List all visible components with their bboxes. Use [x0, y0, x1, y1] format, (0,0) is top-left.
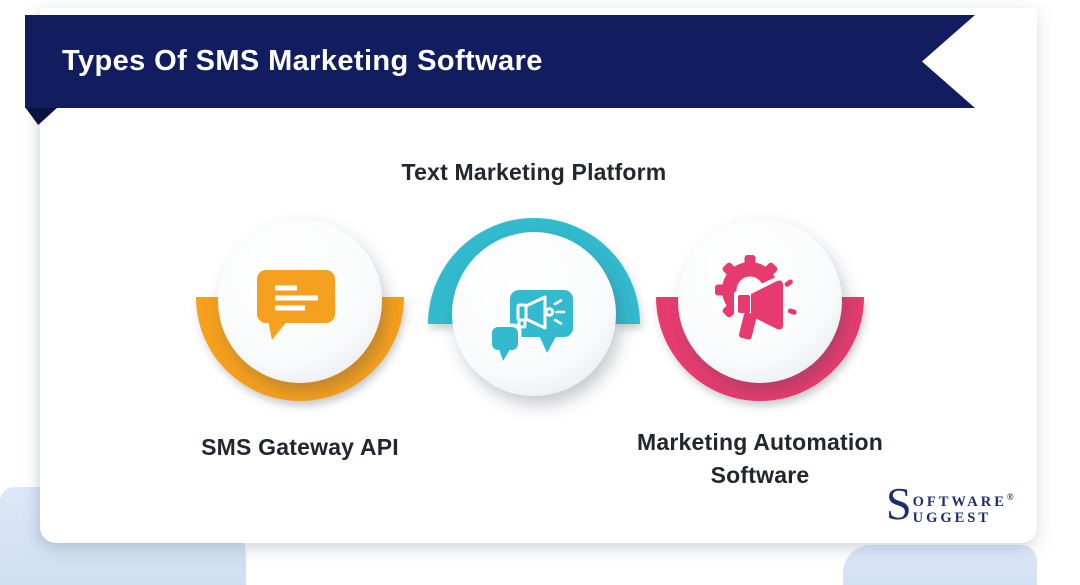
logo-line2: UGGEST — [912, 509, 992, 526]
decorative-corner-shape-right — [843, 545, 1037, 585]
text-marketing-medallion — [428, 218, 640, 396]
marketing-automation-medallion — [656, 219, 864, 401]
small-chat-bubble — [488, 323, 522, 366]
page-title: Types Of SMS Marketing Software — [62, 45, 543, 77]
title-ribbon: Types Of SMS Marketing Software — [25, 15, 975, 108]
label-marketing-automation-software: Marketing Automation Software — [637, 429, 883, 488]
label-text-marketing-platform: Text Marketing Platform — [401, 159, 667, 185]
chat-bubble-icon — [257, 270, 335, 340]
gear-megaphone-icon — [715, 255, 797, 344]
registered-mark-icon: ® — [1006, 492, 1014, 502]
megaphone-chat-icon — [488, 290, 573, 366]
teal-half-ring — [428, 218, 640, 324]
brand-logo: S OFTWARE® UGGEST — [886, 478, 1014, 529]
orange-half-ring — [196, 297, 404, 401]
pink-half-ring — [656, 297, 864, 401]
sms-gateway-medallion — [196, 219, 404, 401]
logo-initial: S — [886, 478, 912, 529]
label-sms-gateway-api: SMS Gateway API — [201, 434, 399, 460]
logo-line1: OFTWARE® — [912, 492, 1014, 510]
